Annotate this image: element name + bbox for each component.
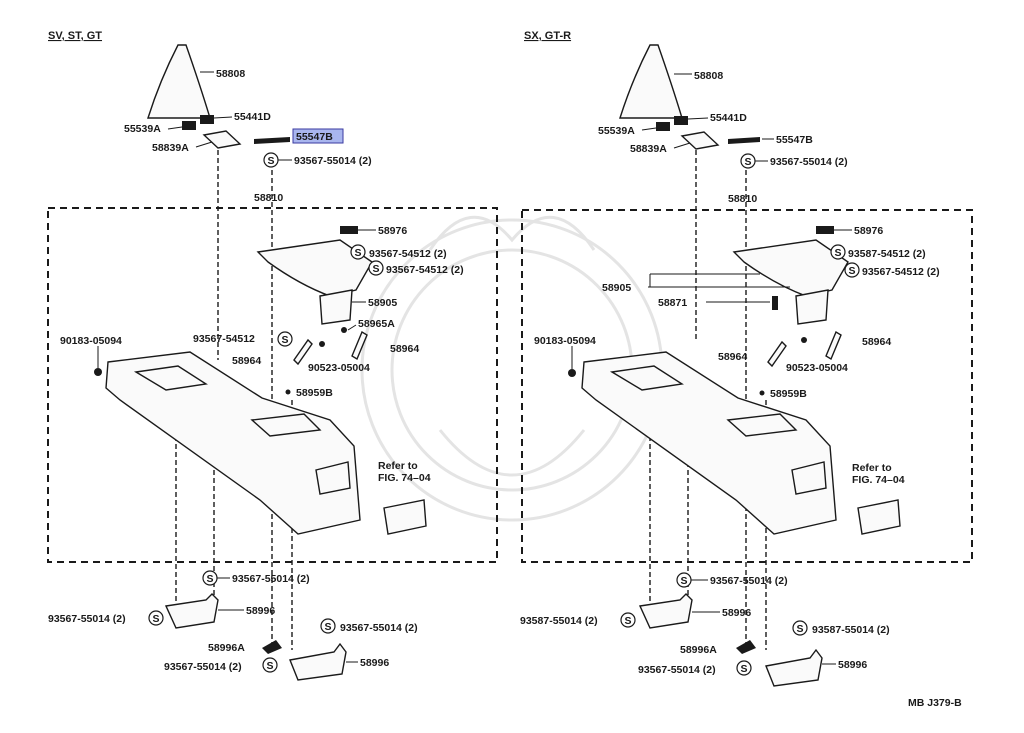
label-clip-r: 55547B [776,134,813,146]
label-screw-g-r: 93567-55014 (2) [638,664,716,676]
svg-text:S: S [282,334,289,346]
label-spring-a: 58965A [358,318,395,330]
bolt [94,368,102,376]
right-panel: SX, GT-R 58808 55441D 55539A 58839A 5554… [520,30,973,687]
label-washer: 90523-05004 [308,362,370,374]
label-bracket-r: 58996 [722,607,751,619]
highlight-box [292,128,344,144]
label-screw-g: 93567-55014 (2) [164,661,242,673]
clip [254,137,290,144]
label-bracket-2-r: 58996 [838,659,867,671]
label-lid-r: 58905 [602,282,631,294]
label-screw-e: 93567-55014 (2) [48,613,126,625]
pad [383,499,427,535]
label-box: 58810 [254,192,283,204]
right-panel-title: SX, GT-R [524,30,571,42]
svg-text:S: S [373,263,380,275]
label-screw-f-r: 93587-55014 (2) [812,624,890,636]
label-retainer-a-r: 55539A [598,125,635,137]
label-bolt: 90183-05094 [60,335,122,347]
svg-text:S: S [849,265,856,277]
label-refer-fig: FIG. 74–04 [378,472,431,484]
label-lid-sub-r: 58871 [658,297,687,309]
label-boot-r: 58808 [694,70,723,82]
svg-text:S: S [267,660,274,672]
label-cushion: 58959B [296,387,333,399]
screw-mark: S [268,155,275,167]
label-pin: 58964 [232,355,261,367]
label-box-r: 58810 [728,193,757,205]
label-screw-c: 93567-54512 [193,333,255,345]
left-panel-title: SV, ST, GT [48,30,102,42]
bracket-2 [289,642,347,681]
pin-right [351,330,368,361]
label-screw-d-r: 93567-55014 (2) [710,575,788,587]
svg-text:S: S [681,575,688,587]
label-refer: Refer to [378,460,418,472]
label-retainer-a: 55539A [124,123,161,135]
bracket-a [262,640,282,654]
label-hinge-r: 58976 [854,225,883,237]
label-pin-r: 58964 [718,351,747,363]
shift-boot-r [619,44,683,119]
figure-code: MB J379-B [908,697,962,709]
label-plate: 58839A [152,142,189,154]
pin-left [293,338,313,366]
svg-text:S: S [207,573,214,585]
label-bracket: 58996 [246,605,275,617]
label-screw-top-r: 93567-55014 (2) [770,156,848,168]
label-bracket-a: 58996A [208,642,245,654]
label-boot: 58808 [216,68,245,80]
retainer-a [182,121,196,130]
label-screw-top: 93567-55014 (2) [294,155,372,167]
label-screw-a: 93567-54512 (2) [369,248,447,260]
label-screw-a-r: 93587-54512 (2) [848,248,926,260]
label-bolt-r: 90183-05094 [534,335,596,347]
hinge [340,226,358,234]
label-clip: 55547B [296,131,333,143]
plate [202,130,242,149]
label-washer-r: 90523-05004 [786,362,848,374]
label-retainer-d: 55441D [234,111,271,123]
label-bracket-2: 58996 [360,657,389,669]
svg-text:S: S [625,615,632,627]
lid-latch [319,289,353,325]
svg-text:S: S [355,247,362,259]
label-hinge: 58976 [378,225,407,237]
label-cushion-r: 58959B [770,388,807,400]
label-retainer-d-r: 55441D [710,112,747,124]
label-screw-d: 93567-55014 (2) [232,573,310,585]
label-lid: 58905 [368,297,397,309]
label-refer-fig-r: FIG. 74–04 [852,474,905,486]
svg-text:S: S [745,156,752,168]
label-plate-r: 58839A [630,143,667,155]
console-body [105,351,361,535]
retainer-d [200,115,214,124]
svg-text:S: S [153,613,160,625]
console-lid [256,239,373,297]
shift-boot [147,44,211,119]
cushion [285,389,291,395]
label-screw-b-r: 93567-54512 (2) [862,266,940,278]
label-bracket-a-r: 58996A [680,644,717,656]
label-pin-2: 58964 [390,343,419,355]
label-screw-e-r: 93587-55014 (2) [520,615,598,627]
svg-text:S: S [797,623,804,635]
svg-text:S: S [325,621,332,633]
assembly-frame [47,207,498,563]
label-screw-f: 93567-55014 (2) [340,622,418,634]
left-panel: SV, ST, GT 58808 55441D 55539A 58839A 55… [47,30,498,681]
washer [319,341,325,347]
label-screw-b: 93567-54512 (2) [386,264,464,276]
svg-text:S: S [741,663,748,675]
label-pin-2-r: 58964 [862,336,891,348]
assembly-frame-r [521,209,973,563]
spring [341,327,347,333]
bracket [164,593,219,629]
label-refer-r: Refer to [852,462,892,474]
svg-text:S: S [835,247,842,259]
